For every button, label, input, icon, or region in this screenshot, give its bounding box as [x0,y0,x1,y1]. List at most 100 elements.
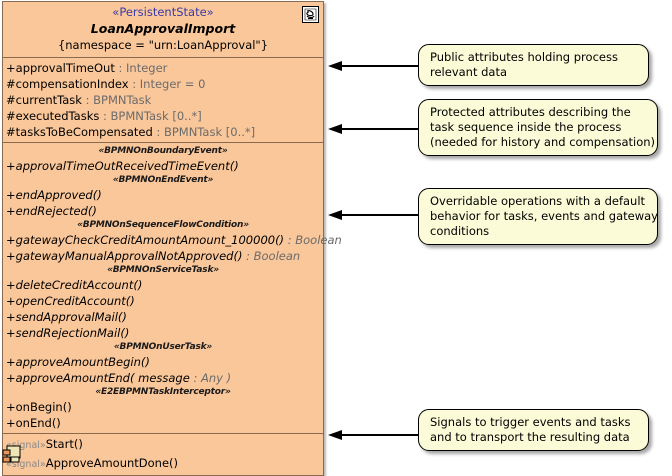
note-line: Overridable operations with a default [430,194,646,208]
operation-name: sendApprovalMail() [15,310,127,324]
signal-name: ApproveAmountDone() [45,455,179,470]
attribute-type: : Integer = 0 [128,77,206,91]
note-protected-attributes[interactable]: Protected attributes describing the task… [418,99,658,156]
operation-row: +endRejected() [3,203,323,219]
signal-row: «signal»Start() [3,436,323,455]
connector-line-4 [340,434,418,436]
class-properties: {namespace = "urn:LoanApproval"} [57,38,269,52]
attribute-type: : BPMNTask [0..*] [152,125,256,139]
attribute-name: tasksToBeCompensated [15,125,153,139]
operation-group-stereotype: «E2EBPMNTaskInterceptor» [95,387,231,397]
signals-compartment: «signal»Start()«signal» ApproveAmountDone… [3,433,323,475]
operation-visibility: + [6,400,16,414]
operation-visibility: + [6,326,16,340]
attribute-row: #tasksToBeCompensated : BPMNTask [0..*] [3,124,323,140]
signal-name: Start() [45,437,83,451]
operation-visibility: + [6,294,16,308]
attribute-row: #compensationIndex : Integer = 0 [3,76,323,92]
operation-visibility: + [6,310,16,324]
operation-type: : Any ) [189,371,232,385]
operation-name: onBegin() [15,400,72,414]
operation-group-stereotype: «BPMNOnUserTask» [113,342,213,352]
note-line: Protected attributes describing the [430,105,631,119]
operation-group-stereotype: «BPMNOnServiceTask» [107,265,219,275]
operation-visibility: + [6,249,16,263]
operation-visibility: + [6,416,16,430]
uml-class-box[interactable]: «PersistentState» LoanApprovalImport {na… [2,1,342,476]
attribute-visibility: # [6,125,16,139]
attribute-name: compensationIndex [15,77,129,91]
connector-arrow-3 [328,210,342,220]
operation-visibility: + [6,355,16,369]
operation-name: gatewayCheckCreditAmountAmount_100000() [15,233,285,247]
operation-row: +openCreditAccount() [3,293,323,309]
operation-row: +sendApprovalMail() [3,309,323,325]
operation-row: +endApproved() [3,187,323,203]
note-line: Public attributes holding process [430,50,618,64]
operation-name: endRejected() [15,204,97,218]
note-overridable-operations[interactable]: Overridable operations with a default be… [418,188,658,245]
attribute-name: currentTask [15,93,82,107]
operation-group-stereotype: «BPMNOnEndEvent» [112,175,214,185]
operation-row: +approveAmountBegin() [3,354,323,370]
note-line: relevant data [430,65,508,79]
persistent-state-icon [302,6,319,23]
note-line: and to transport the resulting data [430,430,630,444]
attribute-type: : BPMNTask [81,93,152,107]
attribute-row: #executedTasks : BPMNTask [0..*] [3,108,323,124]
operation-name: onEnd() [15,416,61,430]
class-stereotype: «PersistentState» [112,5,214,19]
note-public-attributes[interactable]: Public attributes holding process releva… [418,44,649,86]
attribute-visibility: # [6,93,16,107]
operation-name: approveAmountBegin() [15,355,150,369]
signal-stereotype: «signal» [6,440,46,451]
class-header: «PersistentState» LoanApprovalImport {na… [3,2,323,57]
artifact-icon [2,445,24,464]
operation-row: +onEnd() [3,415,323,431]
operation-visibility: + [6,233,16,247]
operation-row: +approveAmountEnd( message : Any ) [3,370,323,386]
operation-name: endApproved() [15,188,102,202]
operation-name: openCreditAccount() [15,294,135,308]
attribute-visibility: + [6,61,16,75]
note-line: task sequence inside the process [430,120,622,134]
connector-line-2 [340,128,418,130]
connector-arrow-1 [328,61,342,71]
operation-visibility: + [6,159,16,173]
operation-name: sendRejectionMail() [15,326,130,340]
connector-line-1 [340,65,418,67]
operation-type: : Boolean [242,249,301,263]
note-line: Signals to trigger events and tasks [430,415,631,429]
operation-row: +deleteCreditAccount() [3,277,323,293]
note-line: behavior for tasks, events and gateway [430,209,658,223]
attribute-row: #currentTask : BPMNTask [3,92,323,108]
connector-line-3 [340,214,418,216]
attribute-name: executedTasks [15,109,100,123]
note-signals[interactable]: Signals to trigger events and tasks and … [418,409,649,451]
operation-row: +approvalTimeOutReceivedTimeEvent() [3,158,323,174]
operations-compartment: «BPMNOnBoundaryEvent»+approvalTimeOutRec… [3,142,342,433]
note-line: conditions [430,224,490,238]
attribute-visibility: # [6,77,16,91]
operation-visibility: + [6,278,16,292]
attribute-type: : BPMNTask [0..*] [99,109,202,123]
operation-name: approveAmountEnd( message [15,371,190,385]
note-line: (needed for history and compensation) [430,135,656,149]
attribute-visibility: # [6,109,16,123]
operation-type: : Boolean [284,233,342,247]
operation-row: +sendRejectionMail() [3,325,323,341]
attributes-compartment: +approvalTimeOut : Integer#compensationI… [3,57,323,142]
attribute-name: approvalTimeOut [15,61,115,75]
operation-row: +onBegin() [3,399,323,415]
operation-name: deleteCreditAccount() [15,278,143,292]
attribute-row: +approvalTimeOut : Integer [3,60,323,76]
attribute-type: : Integer [114,61,168,75]
operation-name: gatewayManualApprovalNotApproved() [15,249,243,263]
operation-visibility: + [6,188,16,202]
connector-arrow-2 [328,124,342,134]
operation-group-stereotype: «BPMNOnSequenceFlowCondition» [77,220,249,230]
operation-name: approvalTimeOutReceivedTimeEvent() [15,159,239,173]
operation-group-stereotype: «BPMNOnBoundaryEvent» [98,146,228,156]
operation-row: +gatewayManualApprovalNotApproved() : Bo… [3,248,323,264]
operation-visibility: + [6,371,16,385]
